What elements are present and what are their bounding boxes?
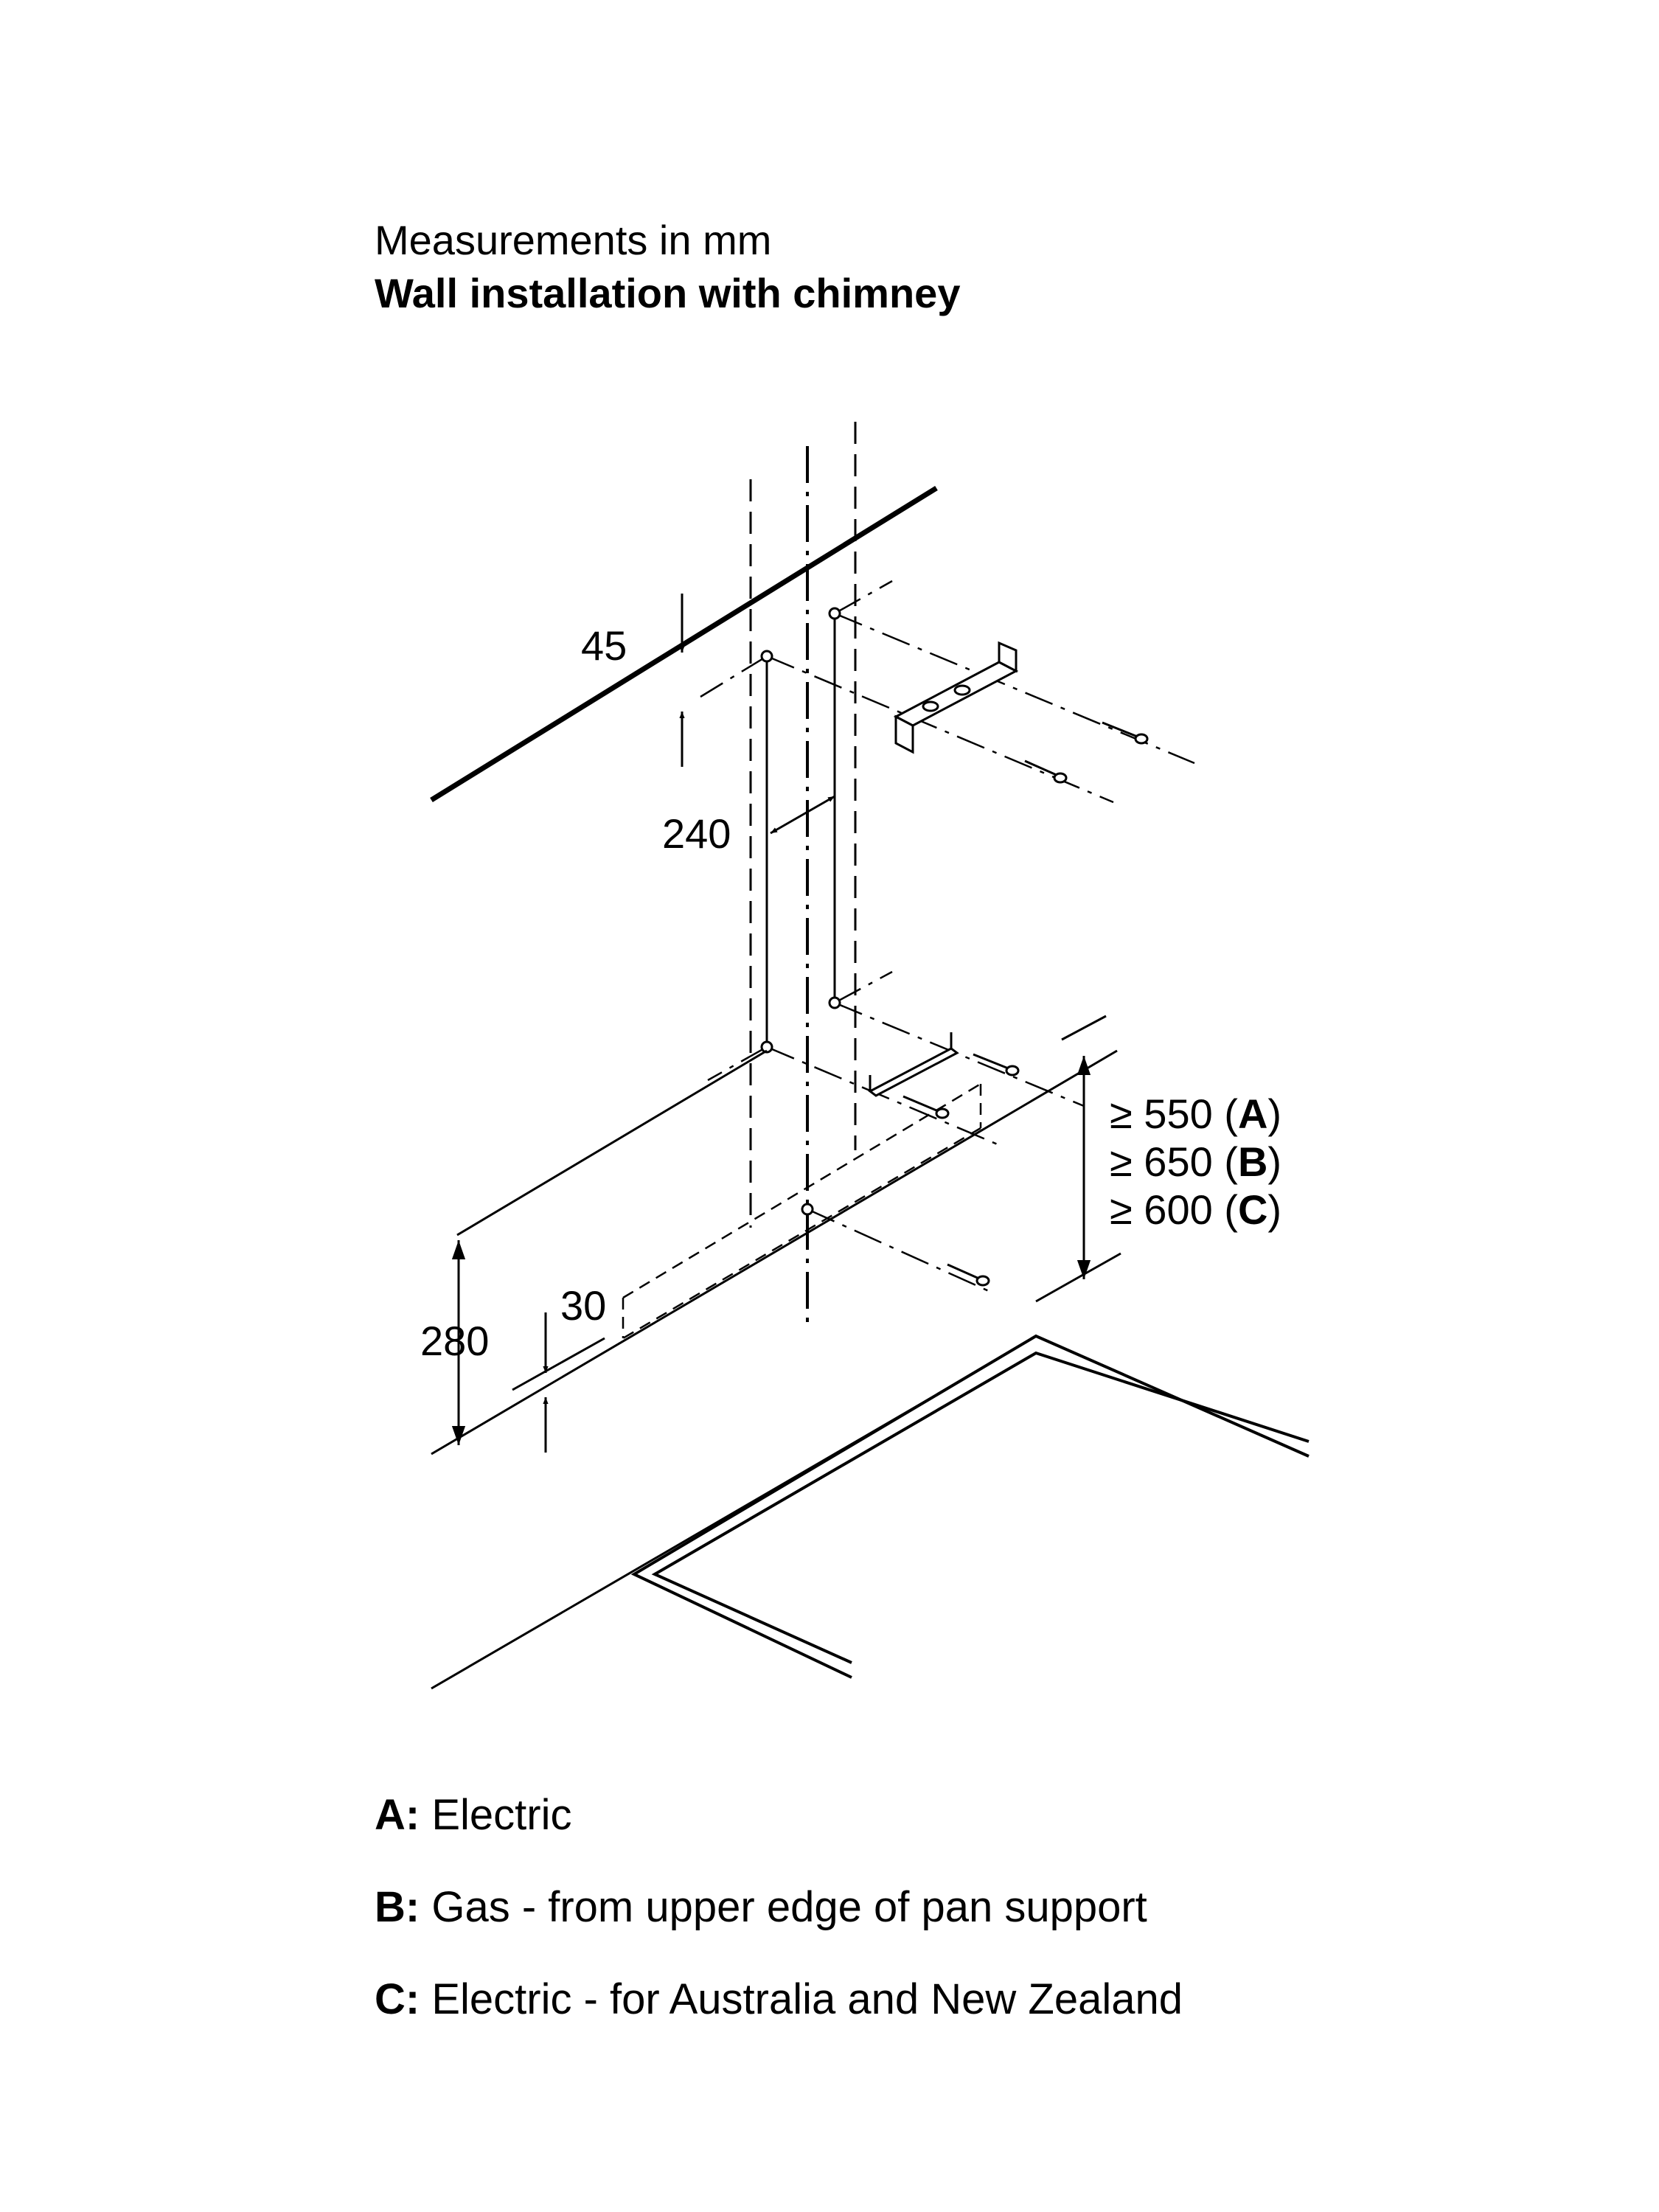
ceiling-line: [430, 486, 938, 802]
units-note: Measurements in mm: [375, 217, 772, 263]
wall-lines: [431, 1015, 1121, 1690]
clearance-b: ≥ 650 (B): [1110, 1138, 1281, 1185]
hob-outline: [630, 1334, 1310, 1679]
dimension-240: [770, 795, 835, 835]
chimney-outline: [749, 422, 857, 1228]
mounting-holes: [760, 607, 841, 1216]
legend-item-c: C: Electric - for Australia and New Zeal…: [375, 1975, 1183, 2023]
hood-outline: [622, 1082, 982, 1340]
legend-item-a: A: Electric: [375, 1791, 572, 1839]
diagram-title: Wall installation with chimney: [375, 270, 961, 316]
lower-bracket: [868, 1032, 959, 1097]
screws: [902, 721, 1149, 1287]
dim-30-label: 30: [560, 1282, 606, 1329]
hole-guides: [765, 613, 836, 1047]
upper-bracket: [893, 641, 1019, 754]
diagram-heading: Measurements in mm Wall installation wit…: [375, 214, 960, 320]
dim-280-label: 280: [420, 1318, 489, 1364]
dim-240-label: 240: [662, 810, 731, 857]
legend-item-b: B: Gas - from upper edge of pan support: [375, 1883, 1147, 1931]
dim-45-label: 45: [581, 622, 627, 669]
clearance-c: ≥ 600 (C): [1110, 1186, 1281, 1233]
clearance-a: ≥ 550 (A): [1110, 1091, 1281, 1137]
